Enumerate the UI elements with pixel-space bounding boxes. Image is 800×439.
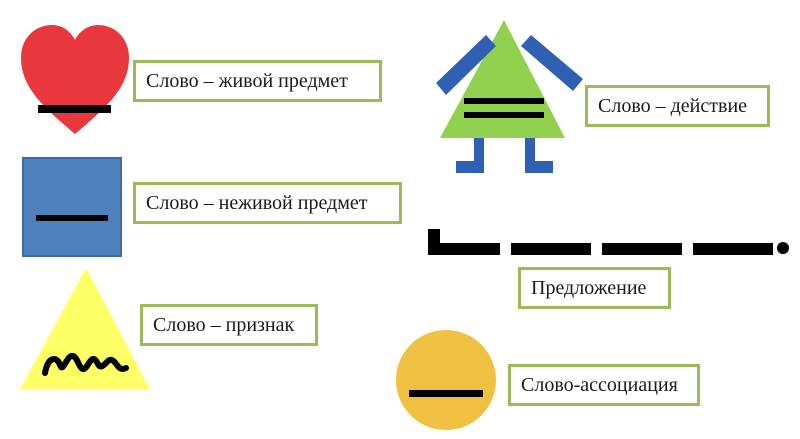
left-leg <box>474 138 484 173</box>
right-arm <box>521 35 583 91</box>
wavy-line <box>42 353 129 376</box>
word-dash <box>38 105 111 113</box>
label-association: Слово-ассоциация <box>508 364 700 406</box>
circle-icon <box>396 330 496 430</box>
square-icon <box>22 157 122 257</box>
word-dash <box>36 215 108 221</box>
sentence-scheme-icon <box>428 229 789 255</box>
heart-icon <box>21 25 129 134</box>
label-live-object: Слово – живой предмет <box>133 60 382 102</box>
left-foot <box>456 161 484 173</box>
right-leg <box>525 138 535 173</box>
word-dash <box>511 243 591 255</box>
right-foot <box>525 161 553 173</box>
triangle-house-icon <box>436 20 583 173</box>
word-dash-bottom <box>464 112 544 118</box>
circle-shape <box>396 330 496 430</box>
heart-shape <box>21 25 129 134</box>
word-dash <box>693 243 773 255</box>
label-inanimate-object: Слово – неживой предмет <box>133 182 402 224</box>
word-dash-top <box>464 98 544 104</box>
word-dash <box>409 390 483 397</box>
square-shape <box>22 157 122 257</box>
left-arm <box>436 35 496 95</box>
label-action: Слово – действие <box>585 85 770 127</box>
period-dot <box>777 242 789 254</box>
label-sentence: Предложение <box>518 267 671 309</box>
word-dash <box>602 243 682 255</box>
triangle-shape <box>440 20 565 138</box>
first-word-dash <box>428 243 500 255</box>
label-attribute: Слово – признак <box>140 304 318 346</box>
triangle-wavy-icon <box>20 268 150 389</box>
